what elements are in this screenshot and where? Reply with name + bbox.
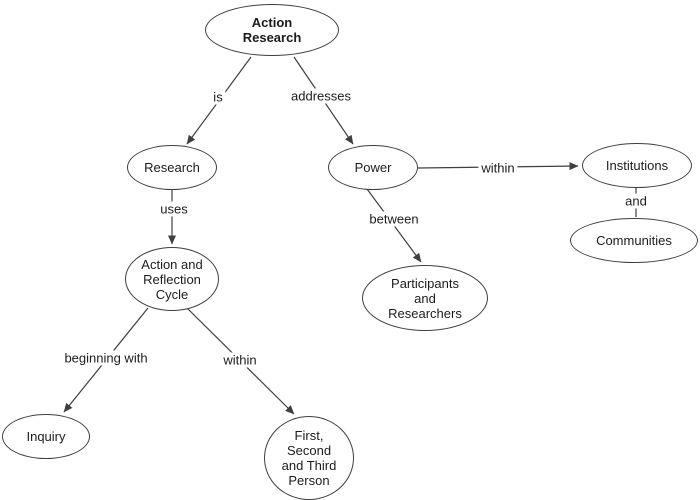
edge-label-within-person: within (220, 352, 260, 368)
edge-label-addresses: addresses (288, 88, 354, 104)
node-inquiry: Inquiry (2, 414, 90, 459)
node-inquiry-label: Inquiry (26, 429, 66, 444)
node-research-label: Research (144, 160, 200, 175)
edge-label-uses: uses (157, 201, 191, 217)
node-first-second-third-person: First, Second and Third Person (264, 416, 354, 500)
node-power-label: Power (354, 160, 392, 175)
node-action-reflection-cycle: Action and Reflection Cycle (125, 247, 219, 311)
node-participants-researchers: Participants and Researchers (362, 265, 488, 331)
node-institutions: Institutions (582, 143, 692, 188)
edge-label-between: between (366, 211, 422, 227)
node-research: Research (127, 145, 217, 190)
node-participants-researchers-label: Participants and Researchers (388, 275, 462, 321)
node-power: Power (328, 145, 418, 190)
node-communities: Communities (570, 218, 698, 263)
node-first-second-third-person-label: First, Second and Third Person (281, 428, 337, 488)
edge-label-beginning-with: beginning with (61, 350, 151, 366)
edge-label-and: and (622, 193, 650, 209)
node-action-research: Action Research (205, 4, 339, 56)
node-communities-label: Communities (596, 233, 672, 248)
edge-label-is: is (210, 89, 226, 105)
node-action-research-label: Action Research (242, 15, 302, 45)
node-institutions-label: Institutions (605, 158, 669, 173)
edge-label-within-institutions: within (478, 160, 518, 176)
node-action-reflection-cycle-label: Action and Reflection Cycle (141, 256, 203, 302)
